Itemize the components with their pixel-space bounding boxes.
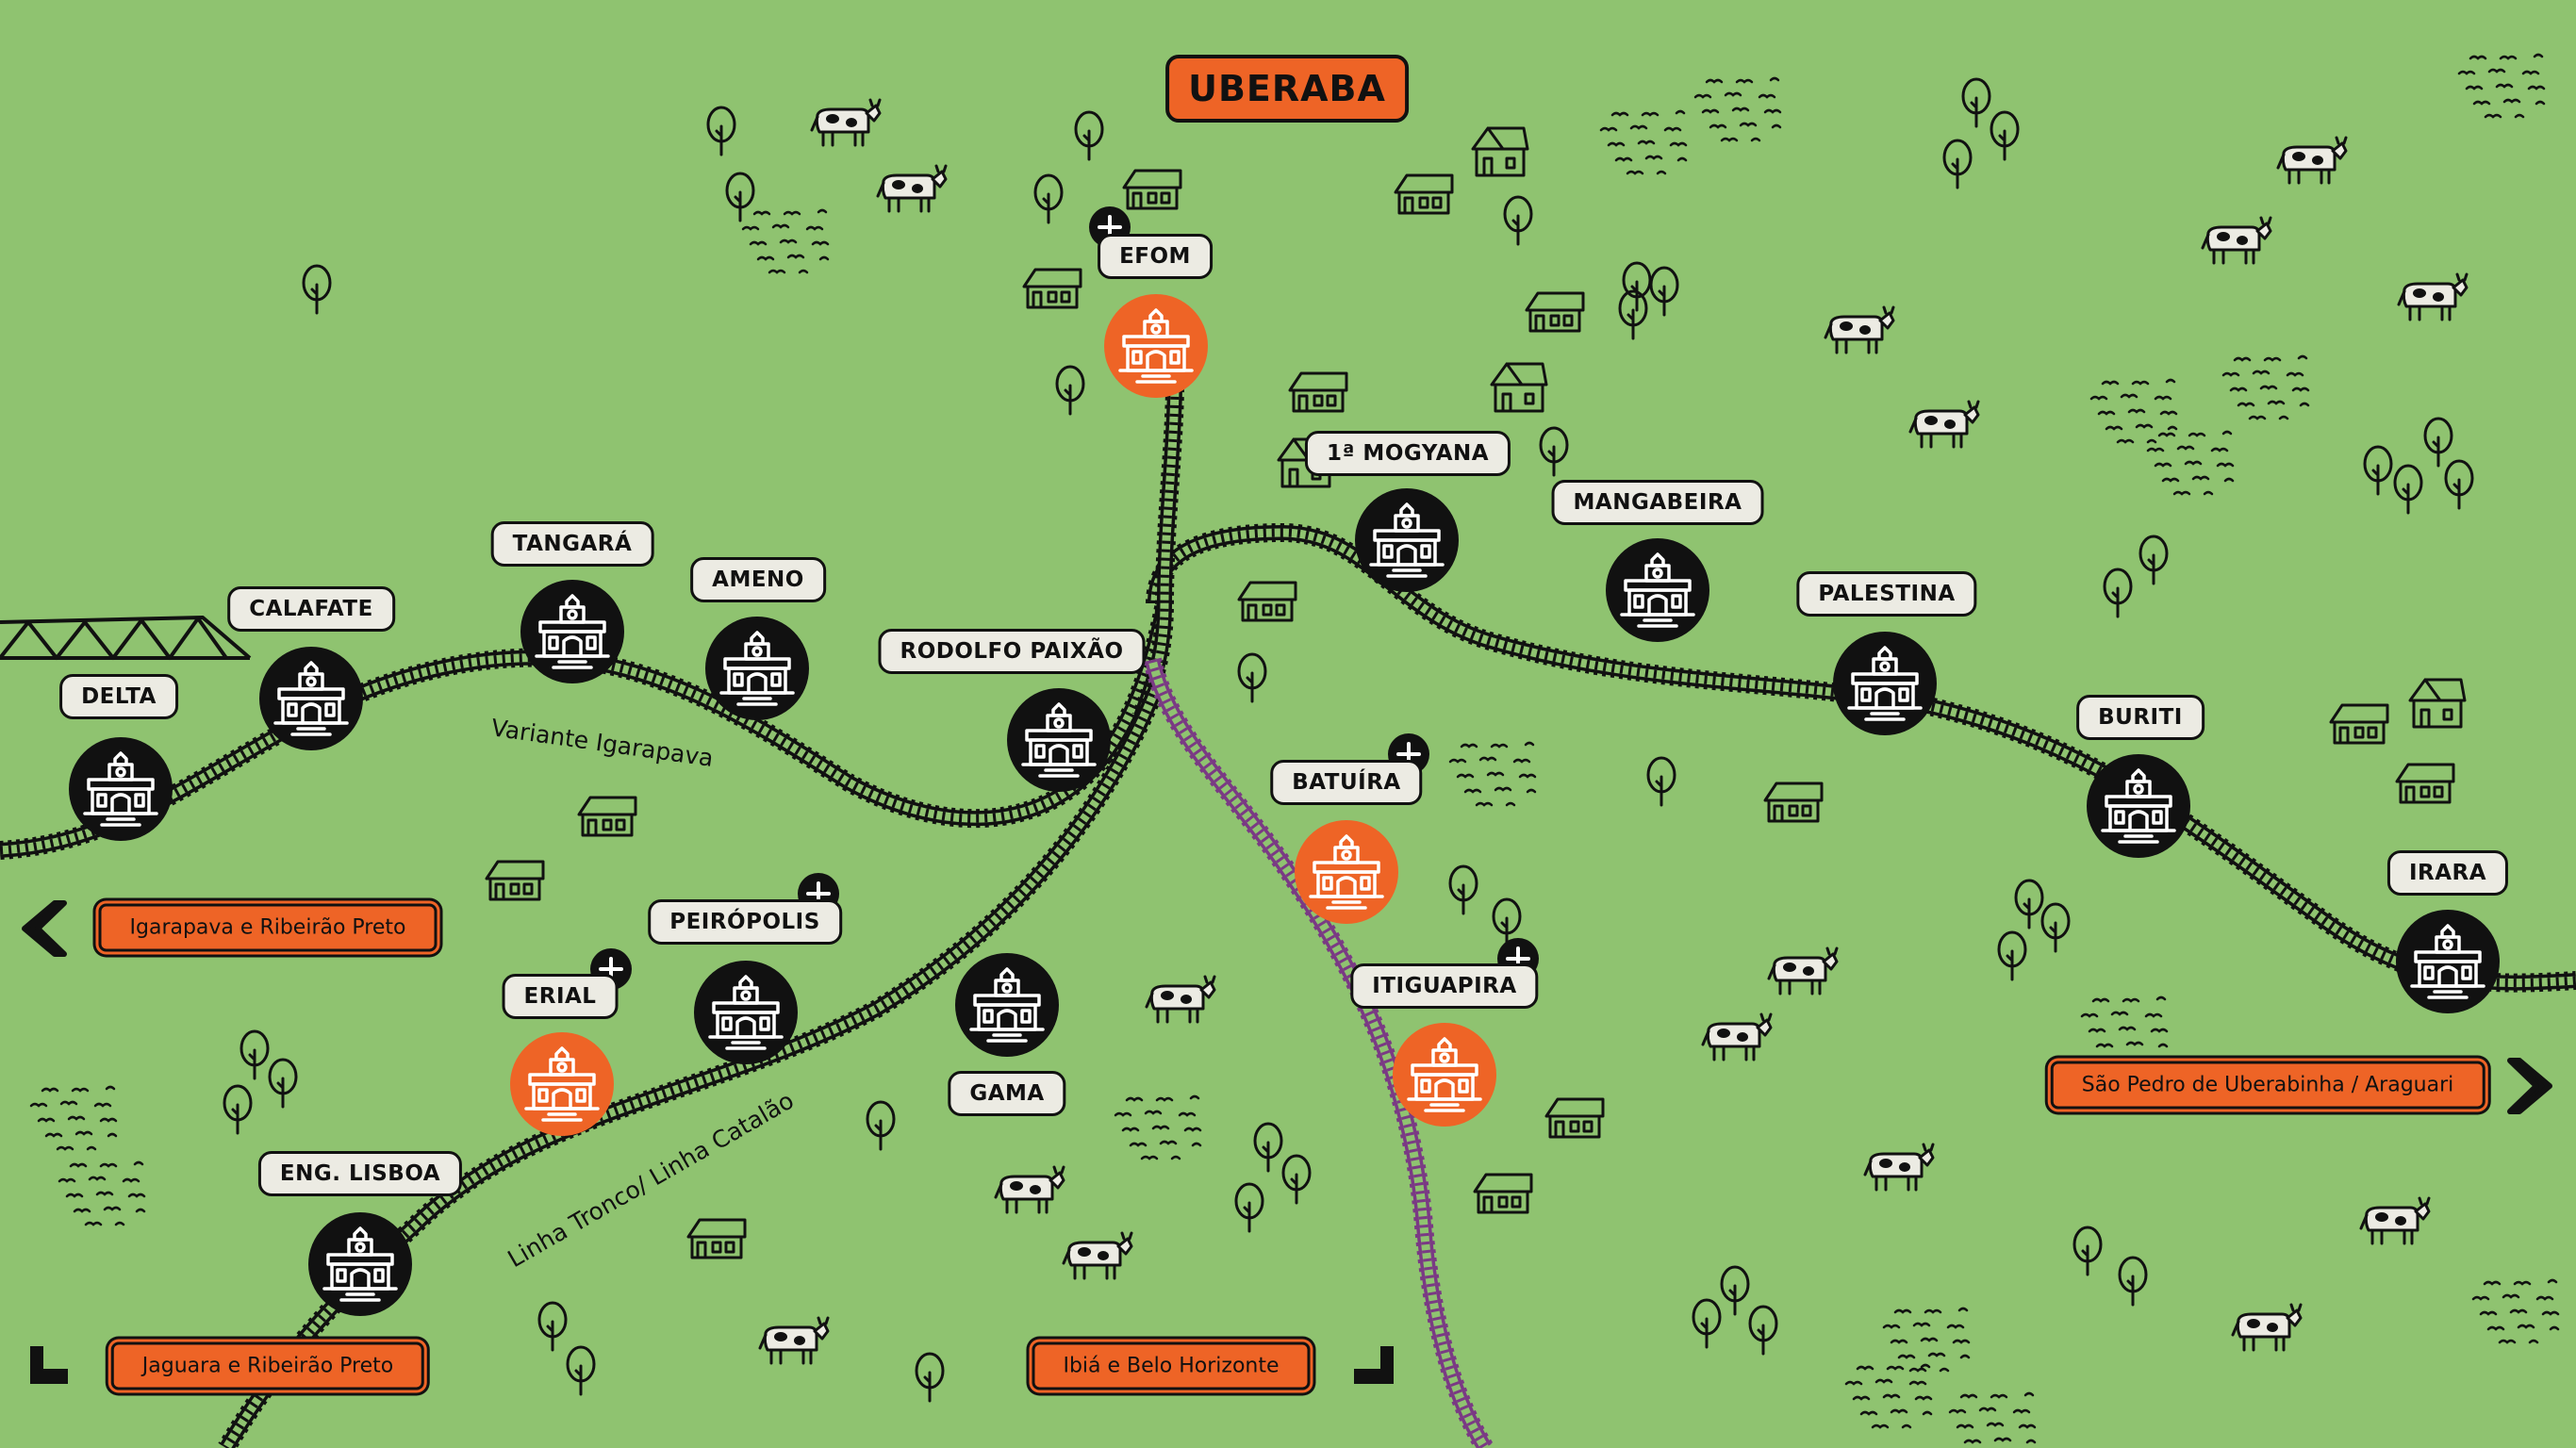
arrow-left-icon[interactable] [22, 900, 67, 957]
scenery [0, 53, 2560, 1448]
station-buriti-icon[interactable] [2085, 752, 2192, 860]
station-rodolfo-icon[interactable] [1005, 686, 1113, 794]
arrow-down-left-icon[interactable] [30, 1346, 68, 1384]
station-englisboa-icon[interactable] [306, 1210, 414, 1318]
track-variante-sleepers [0, 602, 1169, 855]
track-tronco-rails [220, 676, 1167, 1448]
station-calafate-icon[interactable] [257, 645, 365, 752]
station-label-gama: GAMA [948, 1071, 1066, 1116]
station-label-irara: IRARA [2386, 850, 2509, 896]
station-label-ameno: AMENO [690, 557, 826, 602]
station-label-efom: EFOM [1098, 234, 1213, 279]
station-erial-icon[interactable] [508, 1030, 616, 1138]
station-delta-icon[interactable] [67, 735, 174, 843]
station-tangara-icon[interactable] [519, 578, 626, 685]
station-batuira-icon[interactable] [1293, 818, 1400, 926]
station-label-tangara: TANGARÁ [490, 521, 654, 567]
station-label-delta: DELTA [59, 674, 178, 719]
track-ibia-bed [1148, 659, 1489, 1448]
track-mogyana-east-sleepers [1150, 528, 2576, 988]
station-mogyana-icon[interactable] [1353, 486, 1461, 594]
station-label-rodolfo: RODOLFO PAIXÃO [878, 629, 1146, 674]
arrow-down-right-icon[interactable] [1354, 1346, 1394, 1384]
station-label-batuira: BATUÍRA [1270, 760, 1423, 805]
destination-ibia[interactable]: Ibiá e Belo Horizonte [1032, 1341, 1311, 1390]
station-label-buriti: BURITI [2076, 695, 2204, 740]
arrow-right-icon[interactable] [2507, 1058, 2552, 1114]
bridge-icon [0, 616, 252, 660]
track-tronco-sleepers [223, 677, 1164, 1448]
station-itiguapira-icon[interactable] [1391, 1021, 1498, 1128]
arrows [22, 900, 2552, 1384]
destination-sao-pedro[interactable]: São Pedro de Uberabinha / Araguari [2050, 1061, 2485, 1110]
station-label-calafate: CALAFATE [227, 586, 395, 632]
station-label-itiguapira: ITIGUAPIRA [1350, 963, 1539, 1009]
station-label-mogyana: 1ª MOGYANA [1304, 431, 1511, 476]
station-gama-icon[interactable] [953, 951, 1061, 1059]
station-irara-icon[interactable] [2394, 908, 2502, 1015]
destination-jaguara[interactable]: Jaguara e Ribeirão Preto [110, 1341, 425, 1390]
station-peiropolis-icon[interactable] [692, 959, 800, 1066]
line-label-variante: Variante Igarapava [489, 714, 715, 772]
station-label-erial: ERIAL [502, 974, 619, 1019]
station-efom-icon[interactable] [1102, 292, 1210, 400]
track-tronco-bed [223, 677, 1164, 1448]
station-label-mangabeira: MANGABEIRA [1551, 480, 1764, 525]
station-label-peiropolis: PEIRÓPOLIS [648, 899, 842, 945]
station-ameno-icon[interactable] [703, 615, 811, 722]
city-label-uberaba: UBERABA [1165, 55, 1409, 123]
station-label-englisboa: ENG. LISBOA [257, 1151, 463, 1196]
station-mangabeira-icon[interactable] [1604, 536, 1711, 644]
station-label-palestina: PALESTINA [1796, 571, 1977, 617]
track-tronco-ties [218, 675, 1169, 1448]
destination-igarapava[interactable]: Igarapava e Ribeirão Preto [98, 903, 438, 952]
station-palestina-icon[interactable] [1831, 630, 1939, 737]
